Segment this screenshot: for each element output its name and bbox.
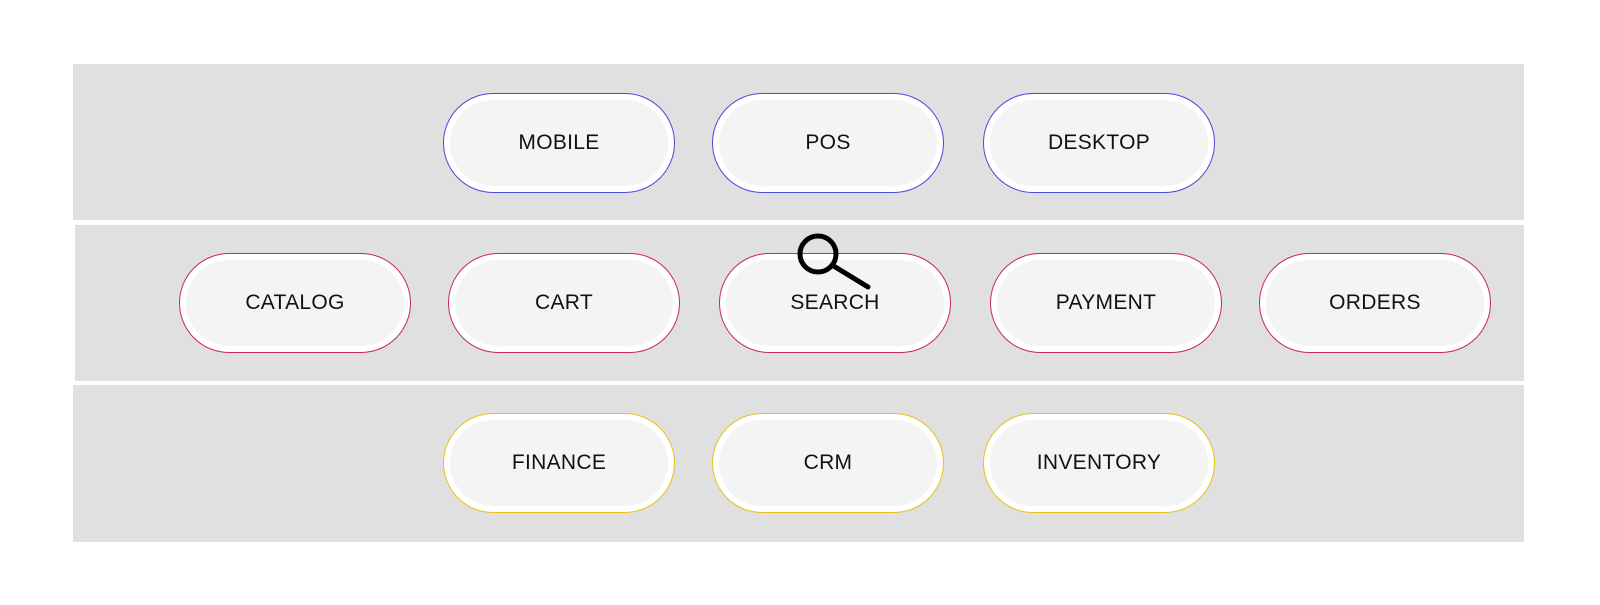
node-inventory[interactable]: INVENTORY — [983, 413, 1215, 513]
node-label: CRM — [803, 451, 853, 474]
node-label: ORDERS — [1329, 291, 1421, 314]
node-label: SEARCH — [790, 291, 880, 314]
node-label: CATALOG — [245, 291, 345, 314]
node-cart[interactable]: CART — [448, 253, 680, 353]
node-label: INVENTORY — [1036, 451, 1162, 474]
node-mobile[interactable]: MOBILE — [443, 93, 675, 193]
node-payment[interactable]: PAYMENT — [990, 253, 1222, 353]
node-label: FINANCE — [511, 451, 607, 474]
magnifier-icon — [797, 233, 871, 290]
node-pos[interactable]: POS — [712, 93, 944, 193]
node-label: CART — [535, 291, 593, 314]
node-finance[interactable]: FINANCE — [443, 413, 675, 513]
node-desktop[interactable]: DESKTOP — [983, 93, 1215, 193]
node-crm[interactable]: CRM — [712, 413, 944, 513]
node-label: DESKTOP — [1047, 131, 1151, 154]
node-catalog[interactable]: CATALOG — [179, 253, 411, 353]
node-label: POS — [805, 131, 851, 154]
node-search[interactable]: SEARCH — [719, 253, 951, 353]
node-label: MOBILE — [518, 131, 600, 154]
node-label: PAYMENT — [1055, 291, 1157, 314]
node-orders[interactable]: ORDERS — [1259, 253, 1491, 353]
